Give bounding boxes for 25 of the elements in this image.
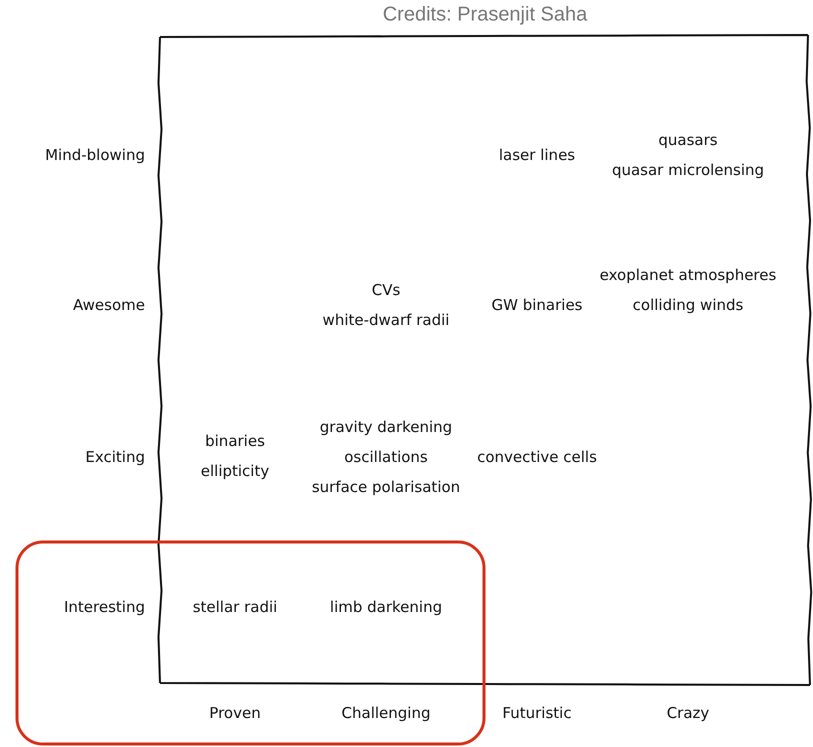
column-label: Futuristic (502, 704, 572, 722)
item-label: white-dwarf radii (322, 311, 450, 329)
item-label: gravity darkening (320, 418, 452, 436)
credit-text: Credits: Prasenjit Saha (382, 4, 588, 26)
item-label: oscillations (344, 448, 428, 466)
column-label: Proven (209, 704, 261, 722)
row-label: Exciting (85, 448, 145, 466)
item-label: limb darkening (330, 598, 442, 616)
item-label: stellar radii (192, 598, 278, 616)
item-label: exoplanet atmospheres (600, 266, 776, 284)
row-label: Interesting (64, 598, 145, 616)
row-label: Awesome (73, 296, 145, 314)
item-label: GW binaries (492, 296, 582, 314)
item-label: quasars (658, 131, 718, 149)
column-label: Crazy (666, 704, 710, 722)
item-label: surface polarisation (312, 478, 460, 496)
item-label: laser lines (498, 146, 576, 164)
item-label: colliding winds (632, 296, 744, 314)
item-label: quasar microlensing (612, 161, 764, 179)
item-label: convective cells (477, 448, 597, 466)
item-label: binaries (205, 432, 265, 450)
column-label: Challenging (342, 704, 430, 722)
item-label: ellipticity (200, 462, 270, 480)
row-label: Mind-blowing (45, 146, 145, 164)
item-label: CVs (372, 281, 400, 299)
